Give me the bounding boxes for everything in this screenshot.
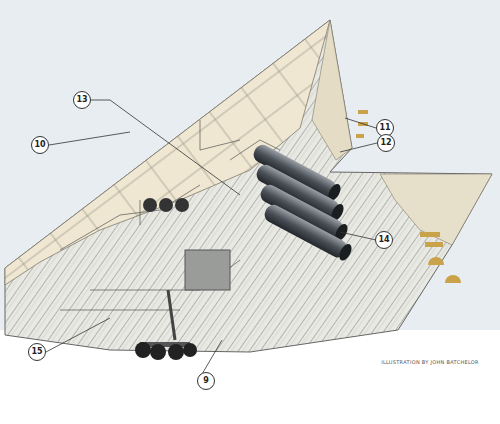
callout-number: 14 bbox=[375, 231, 393, 249]
upper-skin bbox=[5, 20, 330, 285]
fin-tip bbox=[312, 20, 352, 160]
stowed-gear bbox=[143, 198, 189, 212]
control-surfaces bbox=[356, 110, 461, 283]
callout-number: 9 bbox=[197, 372, 215, 390]
callout-number: 13 bbox=[73, 91, 91, 109]
wing-structure bbox=[5, 20, 492, 352]
callout-number: 12 bbox=[377, 134, 395, 152]
outer-wing-skin bbox=[380, 174, 492, 245]
main-landing-gear bbox=[135, 250, 230, 360]
callout-number: 10 bbox=[31, 136, 49, 154]
illustration-credit: ILLUSTRATION BY JOHN BATCHELOR bbox=[381, 359, 479, 365]
leader-lines bbox=[46, 100, 377, 381]
systems-piping bbox=[60, 120, 280, 310]
engines bbox=[251, 142, 354, 262]
callout-number: 15 bbox=[28, 343, 46, 361]
